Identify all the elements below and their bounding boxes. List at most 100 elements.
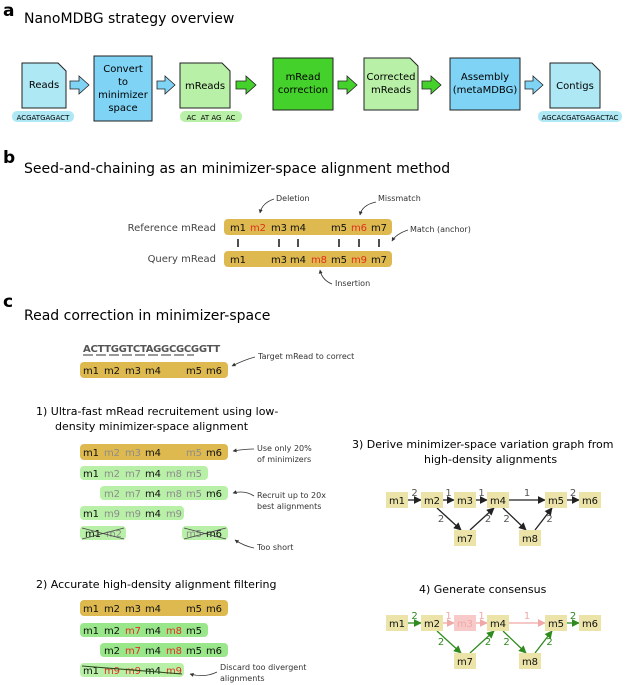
edge-weight: 2 [503, 637, 509, 648]
panel-b-title: Seed-and-chaining as an minimizer-space … [24, 161, 450, 177]
too-short-crosses [81, 527, 227, 540]
graph-node-label: m4 [490, 619, 506, 630]
edge-weight: 1 [524, 488, 530, 499]
graph-node-label: m1 [389, 496, 405, 507]
step2-note-line-1: Discard too divergent [220, 663, 306, 672]
edge-weight: 1 [478, 611, 484, 622]
edge-weight: 2 [485, 637, 491, 648]
step1-token: m5 [186, 529, 202, 540]
insertion-pointer [318, 269, 333, 285]
step1-token: m3 [125, 448, 141, 459]
step1-token: m8 [166, 489, 182, 500]
step2-token: m9 [125, 666, 141, 677]
step1-token: m6 [206, 529, 222, 540]
edge-weight: 2 [570, 611, 576, 622]
step1-token: m4 [145, 509, 161, 520]
flow-arrow-5 [421, 75, 442, 95]
flow-arrow-2 [156, 75, 176, 95]
step1-note1-line-2: of minimizers [257, 455, 311, 464]
convert-line-4: space [108, 103, 137, 114]
step2-token: m1 [83, 666, 99, 677]
match-ticks [237, 239, 380, 247]
graph-node-m1 [386, 492, 408, 508]
graph-node-m8 [519, 653, 541, 669]
step1-note1-line-1: Use only 20% [257, 444, 312, 453]
graph-node-label: m5 [548, 496, 564, 507]
graph-node-m3 [454, 492, 476, 508]
reference-token: m7 [371, 223, 387, 234]
graph-edge-m4-m8 [502, 507, 527, 531]
step2-target-bar [80, 600, 228, 616]
step1-token: m7 [125, 489, 141, 500]
graph-edge-m7-m4 [469, 507, 495, 531]
step1-note2-pointer [232, 490, 255, 497]
step2-token: m6 [206, 646, 222, 657]
edge-weight: 1 [445, 611, 451, 622]
target-token: m2 [104, 366, 120, 377]
step2-token: m6 [206, 604, 222, 615]
target-token: m3 [125, 366, 141, 377]
query-token: m3 [271, 255, 287, 266]
panel-c-title: Read correction in minimizer-space [24, 308, 270, 324]
step2-token: m5 [186, 604, 202, 615]
convert-box [93, 55, 153, 122]
corrected-line-2: mReads [371, 85, 411, 96]
assembly-box [449, 57, 521, 111]
query-label: Query mRead [148, 254, 216, 265]
step1-token: m2 [104, 448, 120, 459]
graph-node-m5 [545, 492, 567, 508]
graph-node-m1 [386, 615, 408, 631]
corrected-line-1: Corrected [367, 72, 416, 83]
graph-node-label: m3 [457, 619, 473, 630]
correction-box [272, 57, 334, 111]
reference-token: m2 [250, 223, 266, 234]
edge-weight: 2 [438, 637, 444, 648]
step4-title: 4) Generate consensus [419, 583, 547, 596]
step2-token: m7 [125, 626, 141, 637]
contigs-seq: AGCACGATGAGACTAC [542, 114, 619, 122]
graph-node-m4 [487, 615, 509, 631]
graph-node-m6 [579, 492, 601, 508]
step1-note2-line-1: Recruit up to 20x [257, 491, 326, 500]
graph-edge-m2-m7 [436, 630, 462, 654]
assembly-line-2: (metaMDBG) [453, 85, 518, 96]
flow-arrow-1 [69, 75, 90, 95]
query-token: m8 [311, 255, 327, 266]
reference-token: m6 [351, 223, 367, 234]
edge-weight: 2 [411, 488, 417, 499]
graph-node-label: m5 [548, 619, 564, 630]
reads-label: Reads [29, 80, 59, 91]
reference-token: m5 [331, 223, 347, 234]
graph-node-label: m1 [389, 619, 405, 630]
step1-token: m6 [206, 489, 222, 500]
step1-token: m5 [186, 469, 202, 480]
step2-title: 2) Accurate high-density alignment filte… [36, 578, 276, 591]
target-token: m5 [186, 366, 202, 377]
edge-weight: 2 [503, 514, 509, 525]
assembly-line-1: Assembly [461, 72, 509, 83]
step2-token: m1 [83, 626, 99, 637]
step1-token: m5 [186, 489, 202, 500]
step1-token: m1 [83, 509, 99, 520]
target-token: m4 [145, 366, 161, 377]
graph-node-label: m2 [424, 619, 440, 630]
step1-token: m1 [83, 448, 99, 459]
query-token: m4 [290, 255, 306, 266]
graph-edge-m2-m7 [436, 507, 462, 531]
graph-node-m2 [421, 492, 443, 508]
step2-token: m2 [104, 604, 120, 615]
step2-token: m2 [104, 646, 120, 657]
query-token: m7 [371, 255, 387, 266]
step1-token: m6 [206, 448, 222, 459]
query-mread-bar [224, 251, 392, 267]
step2-token: m8 [166, 646, 182, 657]
graph-node-m6 [579, 615, 601, 631]
graph-node-label: m6 [582, 619, 598, 630]
edge-weight: 1 [524, 611, 530, 622]
step2-token: m4 [145, 604, 161, 615]
reference-token: m1 [230, 223, 246, 234]
step1-token: m1 [83, 469, 99, 480]
step1-token: m4 [145, 469, 161, 480]
reference-token: m3 [271, 223, 287, 234]
correction-line-2: correction [278, 85, 328, 96]
